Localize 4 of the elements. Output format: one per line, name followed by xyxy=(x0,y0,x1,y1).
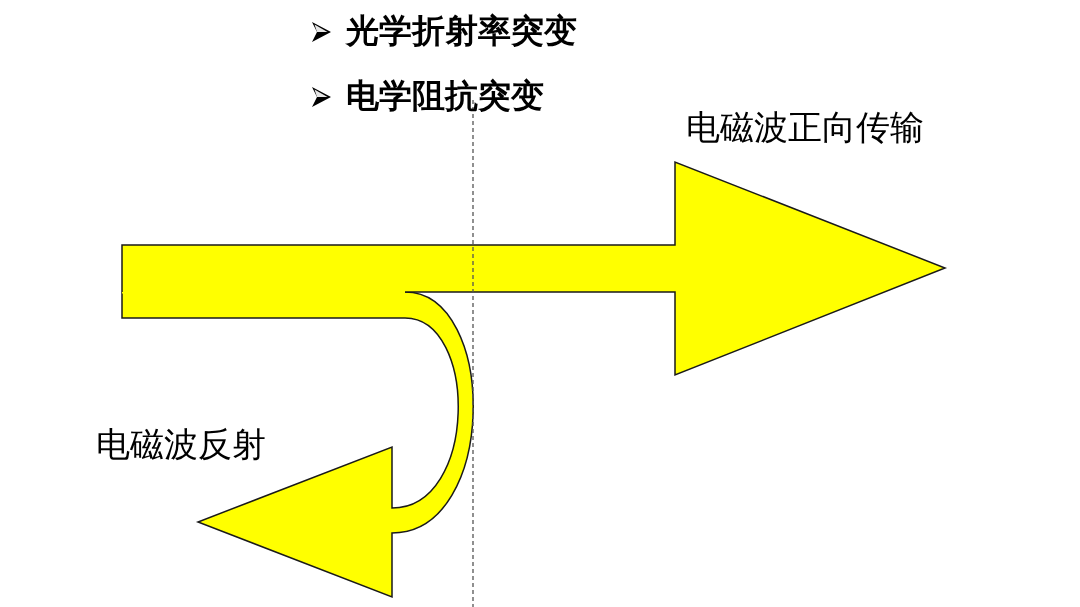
arrow-label: 电磁波反射 xyxy=(96,424,266,464)
bullet-item-text: 电学阻抗突变 xyxy=(346,77,544,116)
arrow-label: 电磁波正向传输 xyxy=(686,107,924,147)
bullet-item-text: 光学折射率突变 xyxy=(346,12,577,51)
